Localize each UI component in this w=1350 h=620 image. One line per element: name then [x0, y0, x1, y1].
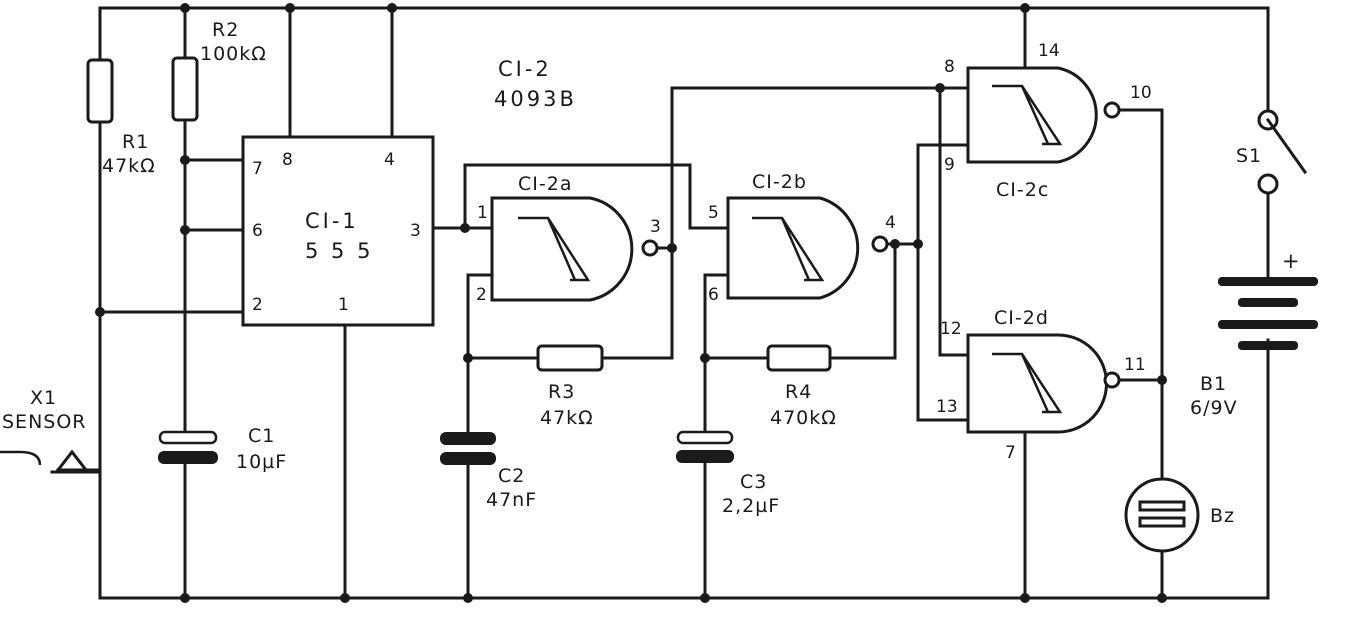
resistor-r2: R2 100kΩ	[171, 19, 267, 434]
buzzer-bz: Bz	[1124, 378, 1235, 600]
battery-plus-sign: +	[1282, 249, 1303, 273]
ci1-pin6: 6	[252, 221, 263, 241]
r2-ref-label: R2	[212, 19, 239, 41]
positive-rail	[98, 6, 1270, 139]
r2-value-label: 100kΩ	[200, 43, 267, 65]
s1-label: S1	[1236, 145, 1262, 167]
ci2a-pin-in1: 1	[477, 203, 488, 223]
c3-value-label: 2,2µF	[722, 495, 780, 517]
x1-ref-label: X1	[30, 387, 57, 409]
ci2b-ref-label: CI-2b	[752, 171, 807, 193]
ci2b-pin-in2: 6	[708, 285, 719, 305]
ci2c-ref-label: CI-2c	[996, 179, 1049, 201]
c1-ref-label: C1	[248, 425, 275, 447]
resistor-r1: R1 47kΩ	[86, 58, 156, 442]
ci1-pin8: 8	[282, 150, 293, 170]
ci1-part-label: 5 5 5	[305, 239, 373, 263]
capacitor-c3: C3 2,2µF	[676, 356, 780, 600]
ground-rail	[98, 338, 1270, 600]
resistor-r4: R4 470kΩ	[703, 242, 897, 429]
c2-value-label: 47nF	[486, 489, 537, 511]
ci2a-pin-out: 3	[650, 217, 661, 237]
ci2d-pin-in1: 12	[940, 319, 962, 339]
ci2-part-label: 4093B	[494, 87, 577, 111]
c3-ref-label: C3	[740, 471, 767, 493]
bz-label: Bz	[1210, 505, 1235, 527]
battery-b1: + B1 6/9V	[1190, 249, 1318, 419]
r4-ref-label: R4	[785, 381, 812, 403]
ci2c-pin-vdd: 14	[1038, 41, 1060, 61]
c1-value-label: 10µF	[236, 451, 287, 473]
ci2-ref-label: CI-2	[498, 57, 552, 81]
ci2a-ref-label: CI-2a	[518, 173, 572, 195]
ci1-pin3: 3	[410, 221, 421, 241]
wire-2a-to-2c	[670, 86, 970, 250]
r1-value-label: 47kΩ	[102, 155, 156, 177]
ci2d-ref-label: CI-2d	[994, 307, 1049, 329]
sensor-x1: X1 SENSOR	[0, 387, 102, 600]
ci2d-pin-in2: 13	[936, 397, 958, 417]
x1-name-label: SENSOR	[2, 411, 87, 433]
b1-label: B1	[1200, 373, 1227, 395]
ci2b-pin-out: 4	[885, 213, 896, 233]
gate-ci2b: CI-2b 5 6 4	[703, 171, 920, 360]
ci1-pin1: 1	[338, 295, 349, 315]
ci1-ref-label: CI-1	[305, 209, 359, 233]
capacitor-c2: C2 47nF	[440, 356, 537, 600]
ci2b-pin-in1: 5	[708, 203, 719, 223]
switch-s1: S1	[1236, 109, 1308, 282]
resistor-r3: R3 47kΩ	[466, 344, 674, 429]
r4-value-label: 470kΩ	[770, 407, 837, 429]
c2-ref-label: C2	[498, 465, 525, 487]
b1-voltage-label: 6/9V	[1190, 397, 1238, 419]
ci1-pin4: 4	[384, 150, 395, 170]
ci2d-pin-out: 11	[1124, 355, 1146, 375]
ci2c-pin-in2: 9	[944, 155, 955, 175]
ci1-pin7: 7	[252, 159, 263, 179]
capacitor-c1: C1 10µF	[158, 425, 287, 600]
ci1-555-timer: 7 8 4 6 3 2 1 CI-1 5 5 5	[98, 135, 435, 600]
r3-ref-label: R3	[548, 381, 575, 403]
ci2d-pin-gnd: 7	[1005, 443, 1016, 463]
ci2c-pin-in1: 8	[944, 57, 955, 77]
gate-ci2a: CI-2a 1 2 3	[431, 163, 730, 360]
gate-ci2d: CI-2d 12 13 11 7	[916, 242, 1164, 600]
r1-ref-label: R1	[122, 131, 149, 153]
rail-junctions	[180, 3, 1167, 603]
r3-value-label: 47kΩ	[540, 407, 594, 429]
ci2a-pin-in2: 2	[476, 285, 487, 305]
ci2c-pin-out: 10	[1130, 83, 1152, 103]
ci1-pin2: 2	[252, 295, 263, 315]
gate-ci2c: CI-2c 8 9 10 14	[916, 41, 1164, 382]
